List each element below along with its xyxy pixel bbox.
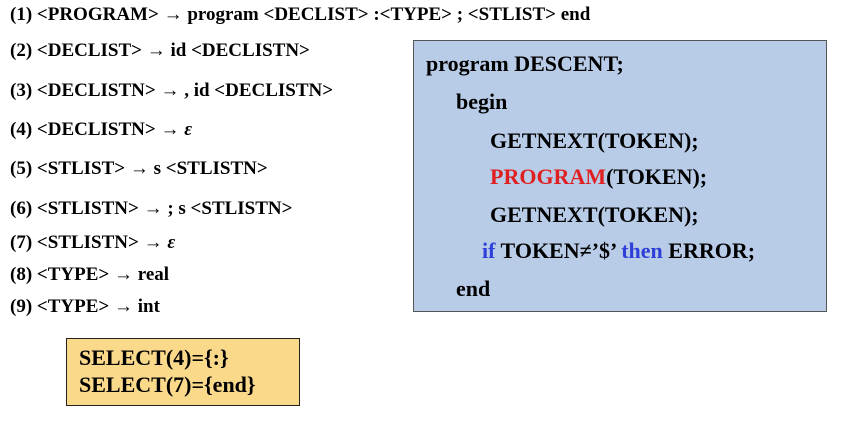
rule-rhs: id <DECLISTN> (170, 40, 310, 61)
rule-number: (8) (10, 264, 33, 285)
rule-arrow: → (160, 80, 180, 101)
rule-arrow: → (113, 264, 133, 285)
code-line-end: end (456, 276, 490, 302)
rule-number: (2) (10, 40, 33, 61)
rule-lhs: <DECLIST> (36, 40, 142, 61)
rule-arrow: → (129, 158, 149, 179)
rule-number: (6) (10, 198, 33, 219)
rule-lhs: <DECLISTN> (36, 80, 156, 101)
code-line-getnext-2: GETNEXT(TOKEN); (490, 202, 699, 228)
code-text: begin (456, 89, 508, 114)
rule-arrow: → (163, 4, 183, 25)
rule-number: (3) (10, 80, 33, 101)
select-line-4: SELECT(4)={:} (79, 345, 229, 371)
code-text: GETNEXT(TOKEN); (490, 202, 699, 227)
grammar-rule-8: (8) <TYPE> → real (10, 264, 169, 286)
rule-number: (4) (10, 119, 33, 140)
code-text: ERROR; (662, 238, 756, 263)
grammar-rule-7: (7) <STLISTN> → ε (10, 232, 175, 254)
rule-number: (7) (10, 232, 33, 253)
code-text: program DESCENT; (426, 51, 624, 76)
grammar-rule-2: (2) <DECLIST> → id <DECLISTN> (10, 40, 310, 62)
rule-rhs: real (137, 264, 170, 285)
if-keyword: if (482, 238, 496, 263)
code-box: program DESCENT; begin GETNEXT(TOKEN); P… (413, 40, 827, 312)
rule-rhs: ; s <STLISTN> (167, 198, 293, 219)
grammar-rule-3: (3) <DECLISTN> → , id <DECLISTN> (10, 80, 333, 102)
code-line-getnext-1: GETNEXT(TOKEN); (490, 128, 699, 154)
rule-rhs: s <STLISTN> (153, 158, 268, 179)
select-text: SELECT(4)={:} (79, 345, 229, 370)
select-set-box: SELECT(4)={:} SELECT(7)={end} (66, 338, 300, 406)
rule-lhs: <PROGRAM> (36, 4, 159, 25)
code-text: end (456, 276, 491, 301)
rule-arrow: → (146, 40, 166, 61)
code-text: (TOKEN); (606, 164, 708, 189)
select-text: SELECT(7)={end} (79, 372, 256, 397)
rule-rhs: program <DECLIST> :<TYPE> ; <STLIST> end (187, 4, 591, 25)
rule-lhs: <TYPE> (36, 296, 110, 317)
grammar-rule-9: (9) <TYPE> → int (10, 296, 160, 318)
rule-lhs: <TYPE> (36, 264, 110, 285)
code-text: TOKEN≠’$’ (495, 238, 622, 263)
rule-rhs: ε (167, 232, 176, 253)
then-keyword: then (621, 238, 663, 263)
rule-arrow: → (160, 119, 180, 140)
rule-arrow: → (143, 232, 163, 253)
rule-rhs: , id <DECLISTN> (184, 80, 334, 101)
rule-lhs: <STLIST> (36, 158, 126, 179)
grammar-rule-6: (6) <STLISTN> → ; s <STLISTN> (10, 198, 292, 220)
grammar-rule-4: (4) <DECLISTN> → ε (10, 119, 192, 141)
code-line-program-call: PROGRAM(TOKEN); (490, 164, 707, 190)
grammar-rule-1: (1) <PROGRAM> → program <DECLIST> :<TYPE… (10, 4, 590, 26)
rule-arrow: → (143, 198, 163, 219)
rule-lhs: <STLISTN> (36, 232, 139, 253)
code-line-begin: begin (456, 89, 507, 115)
select-line-7: SELECT(7)={end} (79, 372, 256, 398)
rule-arrow: → (113, 296, 133, 317)
rule-rhs: int (137, 296, 160, 317)
rule-lhs: <DECLISTN> (36, 119, 156, 140)
rule-number: (1) (10, 4, 33, 25)
rule-rhs: ε (184, 119, 192, 140)
rule-lhs: <STLISTN> (36, 198, 139, 219)
program-call-keyword: PROGRAM (490, 164, 607, 189)
rule-number: (5) (10, 158, 33, 179)
code-line-program: program DESCENT; (426, 51, 624, 77)
grammar-rule-5: (5) <STLIST> → s <STLISTN> (10, 158, 268, 180)
code-line-if: if TOKEN≠’$’ then ERROR; (482, 238, 755, 264)
code-text: GETNEXT(TOKEN); (490, 128, 699, 153)
rule-number: (9) (10, 296, 33, 317)
